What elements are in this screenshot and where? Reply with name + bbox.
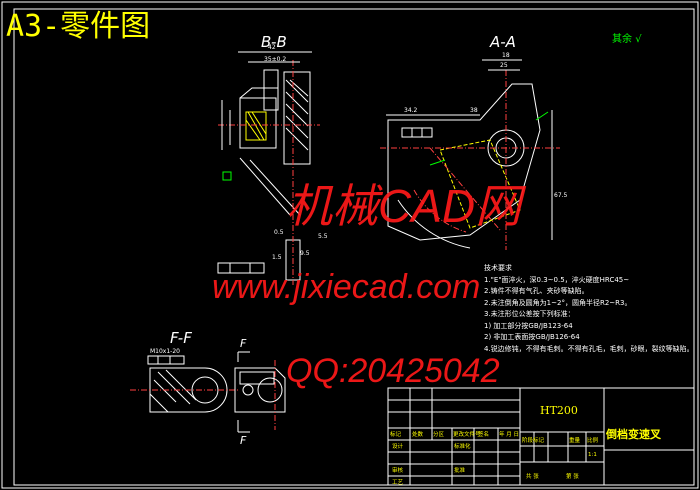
- roughness-note: 其余 √: [612, 30, 642, 45]
- watermark-line-2: www.jixiecad.com: [212, 268, 481, 306]
- dim-18: 18: [502, 52, 510, 59]
- notes-line-1: 1."E"面淬火，深0.3~0.5，淬火硬度HRC45~: [484, 275, 630, 284]
- notes-line-4: 3.未注形位公差按下列标准：: [484, 310, 575, 318]
- notes-line-5: 1) 加工部分按GB/JB123-64: [484, 321, 573, 330]
- tb-label-3: 更改文件号: [453, 432, 481, 438]
- material-label: HT200: [540, 404, 578, 417]
- view-label-bb: B-B: [261, 33, 287, 51]
- view-arrow-f-top: F: [240, 337, 247, 350]
- view-label-aa: A-A: [490, 33, 516, 51]
- watermark-line-3: QQ:20425042: [286, 352, 500, 390]
- tb-label-11: 阶段标记: [522, 438, 545, 444]
- tb-label-9: 工艺: [392, 480, 404, 486]
- roughness-check-icon: √: [635, 34, 642, 45]
- section-aa-view: [380, 59, 560, 250]
- watermark-line-1: 机械CAD网: [286, 180, 522, 232]
- view-arrow-f-bottom: F: [240, 434, 247, 447]
- tb-label-12: 重量: [569, 438, 581, 444]
- notes-line-7: 4.锐边修钝，不得有毛刺。不得有孔毛，毛刺，砂眼，裂纹等缺陷。: [484, 344, 694, 353]
- notes-line-3: 2.未注倒角及圆角为1~2°，圆角半径R2~R3。: [484, 298, 632, 307]
- drawing-title: A3-零件图: [6, 9, 151, 44]
- dim-38: 38: [470, 107, 478, 114]
- roughness-label: 其余: [612, 34, 632, 45]
- notes-heading: 技术要求: [484, 264, 512, 272]
- dim-34: 34.2: [404, 107, 418, 114]
- dim-675: 67.5: [554, 192, 568, 199]
- dim-95: 9.5: [300, 250, 310, 257]
- tb-label-4: 签名: [478, 432, 490, 438]
- tb-label-7: 标准化: [454, 444, 471, 450]
- tb-label-5: 年 月 日: [499, 432, 519, 438]
- tb-label-2: 分区: [433, 432, 445, 438]
- tb-label-1: 处数: [412, 432, 424, 438]
- dim-35: 35±0.2: [264, 56, 287, 63]
- tb-label-14: 共 张: [526, 474, 539, 480]
- notes-line-2: 2.铸件不得有气孔、夹砂等缺陷。: [484, 287, 589, 295]
- notes-line-6: 2) 非加工表面按GB/JB126-64: [484, 333, 580, 341]
- dim-m10: M10x1-20: [150, 348, 180, 355]
- technical-requirements: 技术要求 1."E"面淬火，深0.3~0.5，淬火硬度HRC45~ 2.铸件不得…: [484, 263, 694, 355]
- section-ff-view: [130, 351, 286, 433]
- dim-42: 42: [268, 44, 276, 51]
- title-block-lines: [387, 387, 695, 486]
- dim-15: 1.5: [272, 254, 282, 261]
- section-bb-view: [217, 51, 320, 285]
- tb-label-6: 设计: [392, 444, 404, 450]
- tb-label-8: 审核: [392, 468, 404, 474]
- dim-55: 5.5: [318, 233, 328, 240]
- tb-label-13: 比例: [587, 438, 599, 444]
- dim-25: 25: [500, 62, 508, 69]
- tb-scale: 1:1: [588, 452, 597, 458]
- tb-label-0: 标记: [390, 432, 402, 438]
- view-label-ff: F-F: [170, 329, 192, 347]
- dim-05: 0.5: [274, 229, 284, 236]
- tb-label-10: 批准: [454, 468, 466, 474]
- tb-label-15: 第 张: [566, 474, 579, 480]
- part-name: 倒档变速叉: [606, 428, 661, 441]
